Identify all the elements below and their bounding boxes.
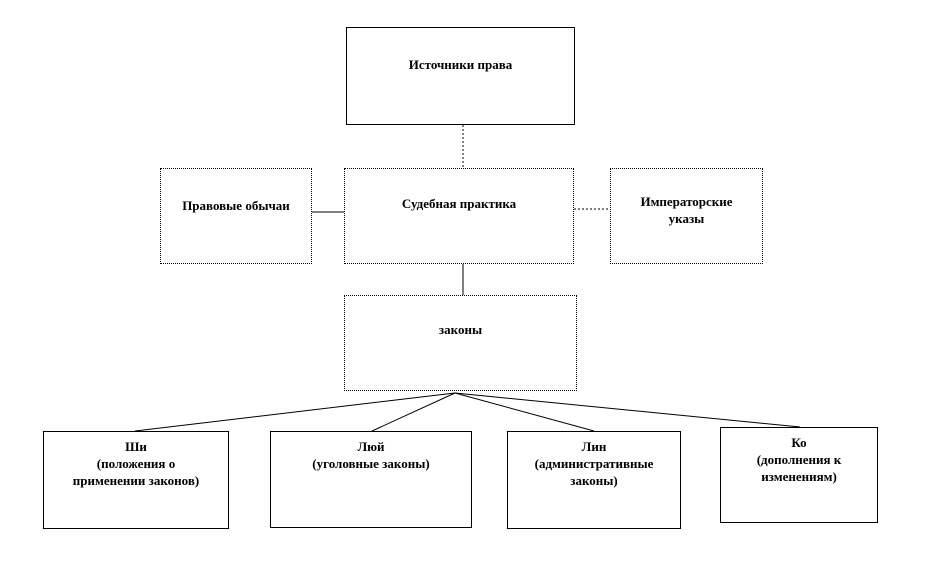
customary-law-label: Правовые обычаи (182, 198, 290, 213)
box-laws: законы (344, 295, 577, 391)
root-box-sources-of-law: Источники права (346, 27, 575, 125)
code-lin-title: Лин (581, 439, 607, 454)
code-ko-line-1: (дополнения к (756, 452, 842, 467)
code-lin-line-2: законы) (570, 473, 618, 488)
connector-laws-to-code-3 (454, 392, 595, 432)
code-shi-line-1: (положения о (96, 456, 176, 471)
code-shi-title: Ши (125, 439, 147, 454)
box-code-lyui: Люй (уголовные законы) (270, 431, 472, 528)
root-label: Источники права (408, 57, 513, 72)
connector-laws-to-code-2 (371, 392, 456, 432)
judicial-practice-label: Судебная практика (401, 196, 517, 211)
imperial-decrees-line-2: указы (668, 211, 705, 226)
imperial-decrees-line-1: Императорские (640, 194, 733, 209)
code-ko-title: Ко (791, 435, 807, 450)
box-judicial-practice: Судебная практика (344, 168, 574, 264)
laws-label: законы (438, 322, 483, 337)
box-code-shi: Ши (положения о применении законов) (43, 431, 229, 529)
box-customary-law: Правовые обычаи (160, 168, 312, 264)
code-lyui-title: Люй (357, 439, 385, 454)
box-code-lin: Лин (административные законы) (507, 431, 681, 529)
code-lin-line-1: (административные (534, 456, 654, 471)
box-imperial-decrees: Императорские указы (610, 168, 763, 264)
connector-laws-to-code-4 (454, 392, 801, 428)
code-shi-line-2: применении законов) (72, 473, 200, 488)
code-lyui-line-1: (уголовные законы) (312, 456, 430, 471)
code-ko-line-2: изменениям) (761, 469, 837, 484)
connector-laws-to-code-1 (134, 392, 456, 432)
box-code-ko: Ко (дополнения к изменениям) (720, 427, 878, 523)
